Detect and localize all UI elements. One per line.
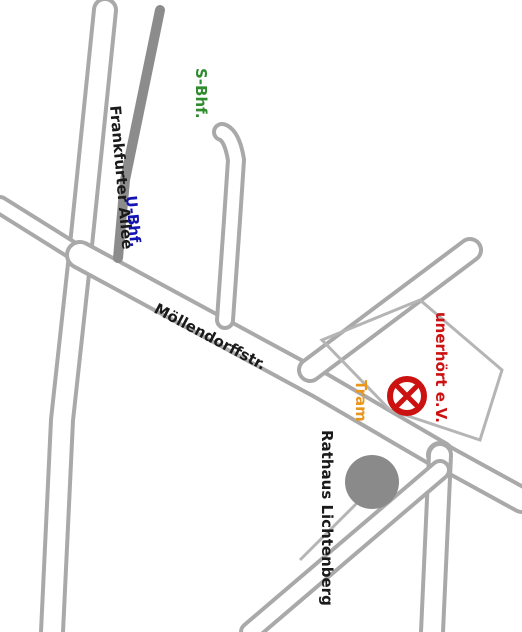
road-frankfurter-allee <box>39 0 118 632</box>
circled-x-marker-icon <box>387 376 427 416</box>
label-venue: unerhört e.V. <box>432 312 450 423</box>
road-s-bahn-access <box>212 122 246 330</box>
label-tram: Tram <box>352 380 370 422</box>
rail-line <box>113 5 165 263</box>
filled-circle-icon <box>345 455 399 509</box>
road-bottom-edge <box>298 498 362 562</box>
label-rathaus: Rathaus Lichtenberg <box>318 430 336 606</box>
road-east <box>426 441 522 514</box>
road-southwest <box>239 459 451 632</box>
label-s-bahn: S-Bhf. <box>192 68 210 119</box>
venue-parcel-outline <box>319 298 504 442</box>
road-moellendorffstr <box>65 240 455 470</box>
road-northeast <box>297 237 483 383</box>
label-u-bahn: U-Bhf. <box>122 195 144 248</box>
road-left-branch <box>0 195 90 265</box>
